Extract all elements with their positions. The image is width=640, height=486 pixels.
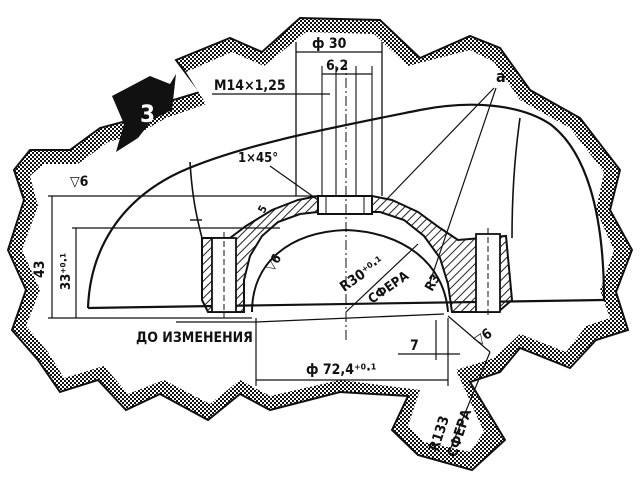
- figure-number-badge: 3: [112, 74, 176, 152]
- part-outline: [86, 103, 606, 309]
- label-7: 7: [410, 338, 419, 354]
- label-a: а: [496, 67, 506, 86]
- label-phi72: ф 72,4⁺⁰·¹: [306, 362, 376, 378]
- paper-inner: [22, 32, 614, 452]
- right-rib: [511, 117, 521, 239]
- figure-number: 3: [140, 100, 155, 128]
- label-thread: М14×1,25: [214, 78, 286, 94]
- label-phi30: ф 30: [312, 36, 347, 52]
- label-62: 6,2: [326, 58, 348, 74]
- label-before-change: ДО ИЗМЕНЕНИЯ: [136, 330, 253, 346]
- left-rib: [189, 161, 203, 239]
- label-43: 43: [32, 260, 48, 278]
- threaded-bore: [317, 195, 373, 215]
- label-roughness-top: ▽6: [70, 174, 89, 190]
- label-33: 33⁺⁰·¹: [59, 253, 74, 290]
- label-chamfer: 1×45°: [238, 151, 278, 166]
- label-r3: R3: [422, 272, 444, 294]
